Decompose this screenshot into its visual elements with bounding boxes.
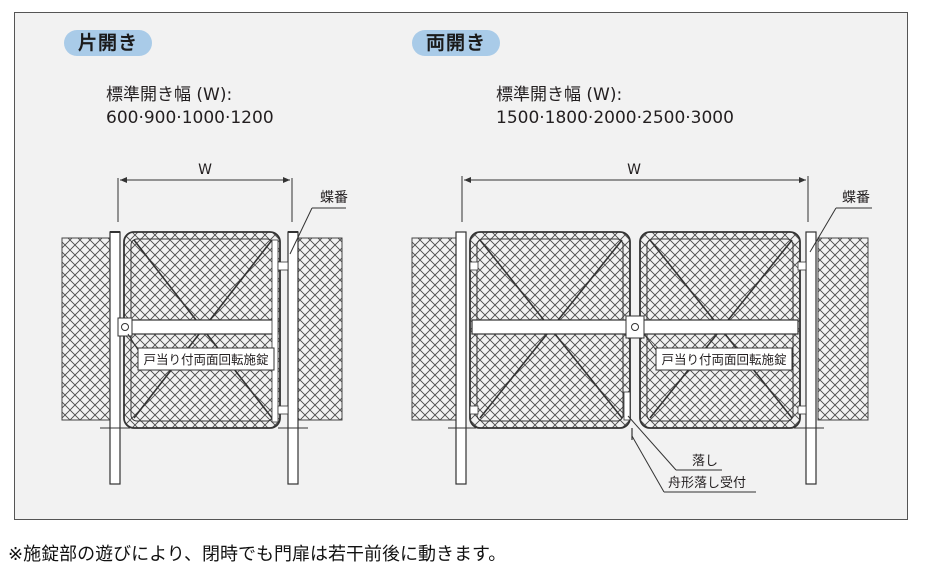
double-gate-spec: 標準開き幅 (W): 1500·1800·2000·2500·3000	[496, 84, 734, 130]
double-gate-title: 両開き	[412, 30, 501, 56]
double-lock-label: 戸当り付両面回転施錠	[661, 352, 787, 367]
single-width-label: 標準開き幅 (W):	[106, 85, 233, 105]
lock-icon	[117, 317, 133, 337]
gate-post-left	[455, 231, 467, 485]
double-width-label: 標準開き幅 (W):	[496, 85, 623, 105]
hinge-top	[277, 261, 289, 271]
single-gate-title: 片開き	[64, 30, 153, 56]
gate-post-right	[805, 231, 817, 485]
single-dimension-w: W	[198, 162, 212, 178]
double-gate-diagram: W 蝶番 戸当り付両	[411, 162, 872, 493]
double-hinge-label: 蝶番	[842, 190, 870, 206]
center-lock-icon	[625, 315, 645, 339]
footnote: ※施錠部の遊びにより、閉時でも門扉は若干前後に動きます。	[8, 544, 507, 565]
gate-post-right	[287, 231, 299, 485]
drop-receiver-label: 舟形落し受付	[668, 476, 746, 491]
middle-rail	[125, 319, 279, 335]
single-lock-label: 戸当り付両面回転施錠	[143, 352, 269, 367]
double-dimension-w: W	[627, 162, 641, 178]
hinge-bottom	[277, 405, 289, 415]
fence-mesh-left	[411, 237, 457, 421]
single-gate-spec: 標準開き幅 (W): 600·900·1000·1200	[106, 84, 274, 130]
fence-mesh-right	[297, 237, 343, 421]
single-hinge-label: 蝶番	[320, 190, 348, 206]
fence-mesh-right	[817, 237, 869, 421]
single-width-values: 600·900·1000·1200	[106, 108, 274, 128]
drop-rod-label: 落し	[692, 454, 718, 469]
drop-rod	[623, 391, 631, 421]
single-gate-diagram: W 蝶番 戸当り付両面回転施錠	[61, 162, 348, 485]
double-width-values: 1500·1800·2000·2500·3000	[496, 108, 734, 128]
gate-post-left	[109, 231, 121, 485]
fence-mesh-left	[61, 237, 111, 421]
